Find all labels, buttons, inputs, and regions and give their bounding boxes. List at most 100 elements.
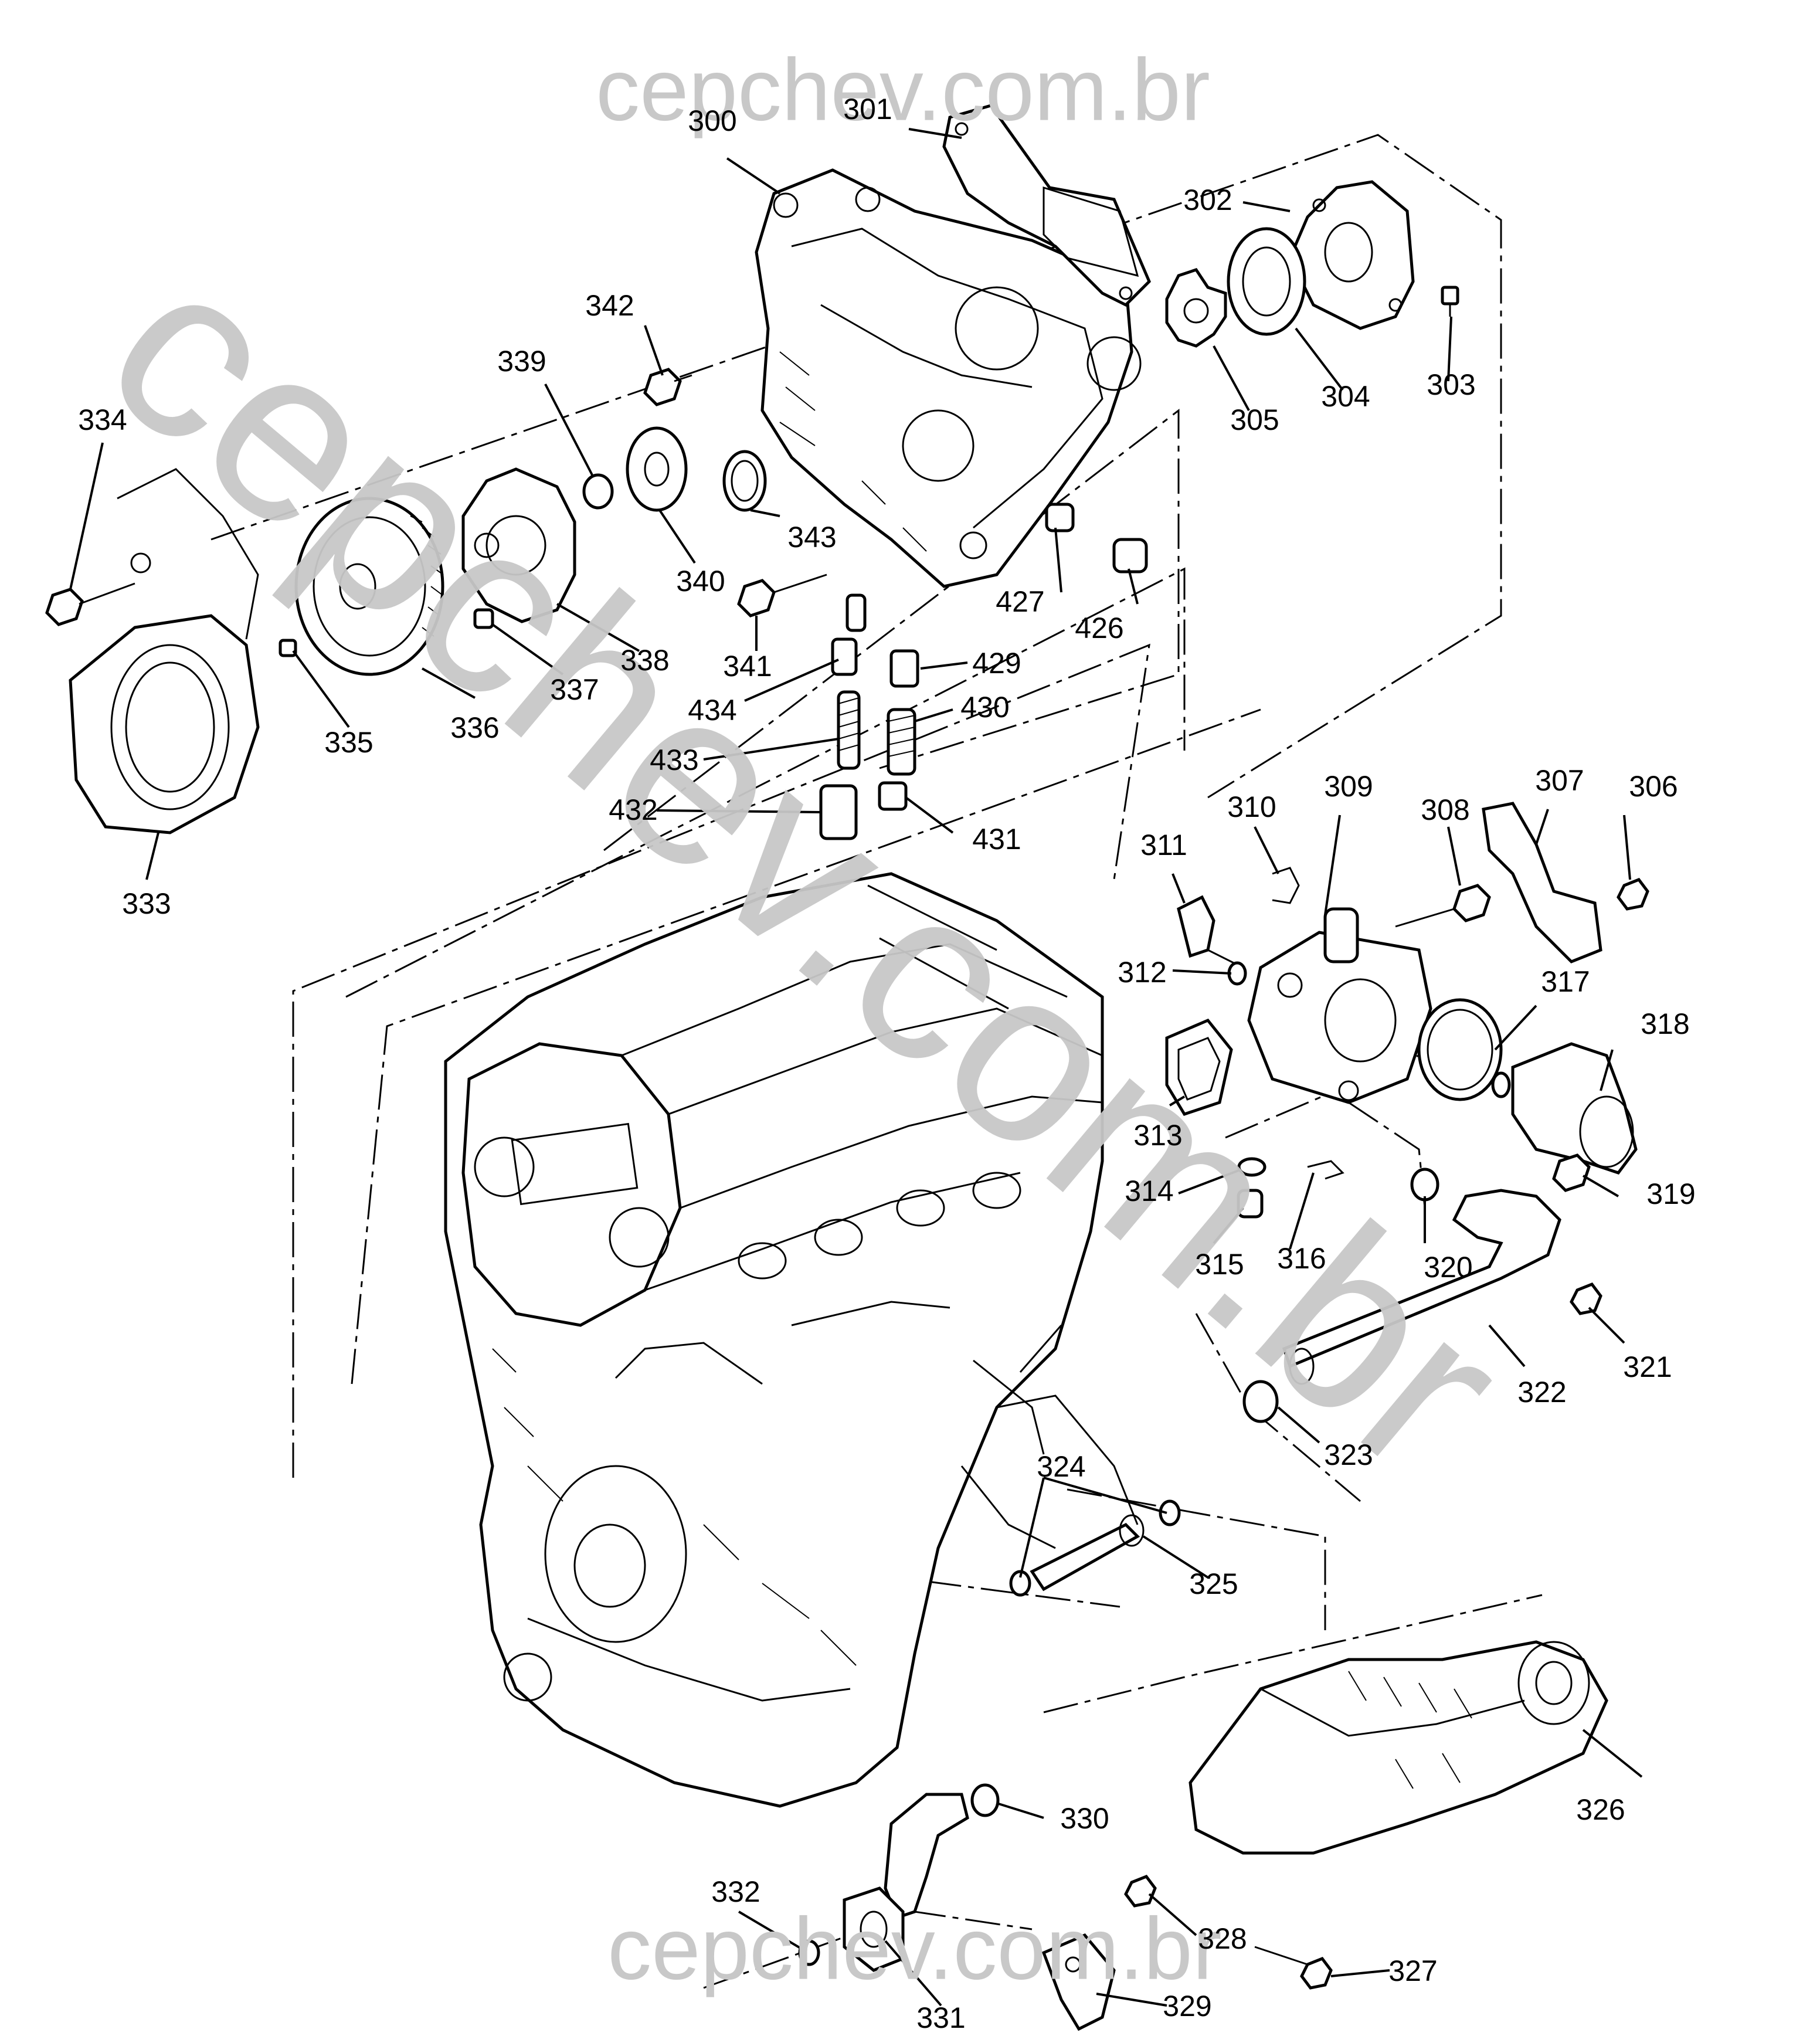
part-labels: 300 301 302 303 304 305 306 307 308 309 … — [78, 93, 1695, 2034]
label-426: 426 — [1075, 612, 1123, 644]
water-pump-338 — [461, 467, 576, 623]
label-338: 338 — [620, 644, 669, 677]
label-318: 318 — [1641, 1007, 1689, 1040]
clip-310 — [1272, 867, 1300, 904]
label-319: 319 — [1646, 1178, 1695, 1210]
part-434 — [846, 593, 867, 632]
bolt-327 — [1254, 1946, 1333, 1990]
label-330: 330 — [1060, 1802, 1109, 1835]
sensor-311 — [1177, 895, 1244, 969]
pulley-336 — [294, 497, 444, 676]
oring-332 — [798, 1939, 820, 1966]
label-302: 302 — [1183, 184, 1232, 216]
label-313: 313 — [1133, 1119, 1182, 1152]
oring-312 — [1227, 961, 1247, 986]
bolt-341 — [737, 574, 827, 617]
label-432: 432 — [609, 793, 657, 826]
leader-lines — [69, 128, 1643, 2007]
label-332: 332 — [711, 1875, 760, 1908]
inner-rotor-305 — [1165, 268, 1227, 348]
bolt-342 — [643, 368, 692, 406]
bolt-308 — [1395, 884, 1491, 928]
label-329: 329 — [1163, 1990, 1211, 2023]
label-335: 335 — [324, 726, 373, 759]
label-323: 323 — [1324, 1438, 1373, 1471]
fitting-315 — [1237, 1189, 1264, 1219]
label-433: 433 — [650, 744, 698, 776]
outlet-318 — [1511, 1042, 1638, 1175]
label-324: 324 — [1037, 1450, 1085, 1483]
label-325: 325 — [1189, 1567, 1238, 1600]
label-315: 315 — [1195, 1248, 1244, 1281]
watermark-bottom: cepchev.com.br — [607, 1899, 1222, 1998]
label-434: 434 — [688, 694, 736, 727]
label-430: 430 — [960, 691, 1009, 724]
bolt-334 — [45, 582, 135, 626]
label-342: 342 — [585, 289, 634, 322]
label-304: 304 — [1321, 380, 1370, 413]
label-331: 331 — [916, 2001, 965, 2034]
bolt-303 — [1441, 286, 1459, 317]
label-308: 308 — [1421, 793, 1469, 826]
bushing-426 — [1112, 538, 1148, 574]
label-326: 326 — [1576, 1793, 1625, 1826]
label-429: 429 — [972, 647, 1021, 680]
label-314: 314 — [1125, 1175, 1173, 1207]
outer-rotor-304 — [1227, 227, 1306, 336]
pipe-325 — [1030, 1514, 1145, 1592]
clip-316 — [1307, 1160, 1344, 1180]
label-307: 307 — [1535, 764, 1584, 797]
label-312: 312 — [1118, 956, 1166, 989]
oring-323 — [1242, 1380, 1279, 1423]
oring-324 — [1009, 1499, 1181, 1597]
oring-320 — [1410, 1168, 1439, 1202]
nut-335 — [279, 639, 297, 657]
label-336: 336 — [450, 711, 499, 744]
bushing-427 — [1045, 503, 1075, 532]
bracket-307 — [1482, 802, 1602, 963]
bolt-328 — [1124, 1874, 1157, 1908]
part-429 — [889, 649, 919, 688]
label-310: 310 — [1227, 790, 1276, 823]
label-337: 337 — [550, 673, 599, 706]
sprocket-340 — [626, 426, 688, 512]
label-305: 305 — [1230, 403, 1279, 436]
gasket-317 — [1417, 998, 1503, 1101]
label-306: 306 — [1629, 770, 1678, 803]
thermostat-housing-309 — [1247, 907, 1432, 1104]
oring-330 — [970, 1783, 1000, 1817]
oring-small — [1491, 1071, 1511, 1098]
pipe-322 — [1282, 1189, 1561, 1385]
label-327: 327 — [1388, 1954, 1437, 1987]
label-328: 328 — [1198, 1922, 1247, 1955]
bolt-319 — [1552, 1153, 1591, 1192]
part-431 — [878, 781, 908, 811]
nut-306 — [1617, 877, 1649, 911]
label-431: 431 — [972, 823, 1021, 856]
stud-337 — [473, 608, 494, 629]
label-316: 316 — [1277, 1242, 1326, 1275]
seal-339 — [582, 473, 614, 510]
oil-pump-cover-302 — [1288, 180, 1415, 330]
label-320: 320 — [1424, 1251, 1472, 1284]
label-303: 303 — [1427, 368, 1475, 401]
label-322: 322 — [1517, 1376, 1566, 1409]
oil-cooler-326 — [1189, 1640, 1608, 1855]
label-427: 427 — [996, 585, 1044, 618]
rear-seal-housing-333 — [69, 468, 260, 834]
label-340: 340 — [676, 565, 725, 598]
label-317: 317 — [1541, 965, 1590, 998]
label-321: 321 — [1623, 1350, 1672, 1383]
label-334: 334 — [78, 403, 127, 436]
label-343: 343 — [787, 521, 836, 554]
flange-331 — [843, 1886, 905, 1972]
seal-314 — [1237, 1157, 1266, 1177]
label-301: 301 — [843, 93, 892, 125]
label-333: 333 — [122, 887, 171, 920]
label-341: 341 — [723, 650, 772, 683]
gasket-301 — [942, 104, 1151, 307]
engine-block — [444, 872, 1139, 1808]
watermark-top: cepchev.com.br — [596, 40, 1210, 139]
label-300: 300 — [688, 104, 736, 137]
